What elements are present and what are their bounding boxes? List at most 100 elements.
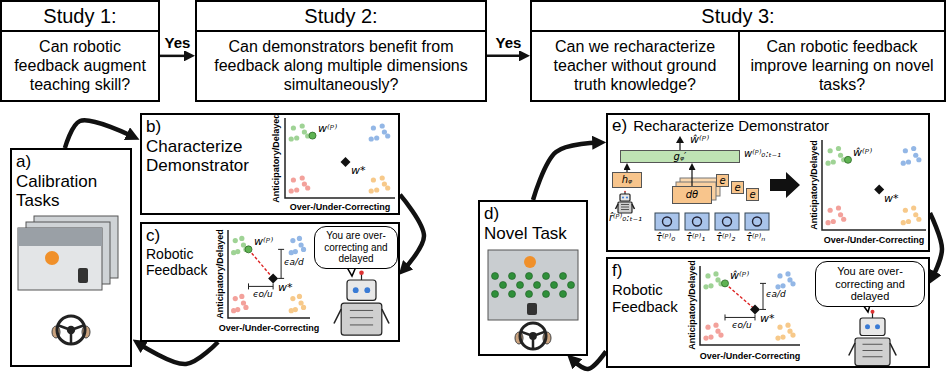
math-symbol: gᵩ′ [674, 152, 687, 162]
demonstrator-dot [289, 136, 294, 141]
panel-box: e)Recharacterize Demonstratorgᵩ′hᵩdθeee [606, 113, 930, 252]
robot-antenna-tip [359, 270, 364, 275]
wheel-spoke [58, 325, 71, 330]
demonstrator-dot [374, 187, 379, 192]
feedback-text: You are over-correcting and delayed [320, 230, 392, 265]
study-box: Study 3:Can we recharacterize teacher wi… [530, 0, 946, 102]
robot-eye [626, 197, 628, 199]
panel-box: b)Characterize Demonstrator [140, 113, 400, 215]
text-group: a)Calibration Tasks [16, 152, 128, 211]
car [78, 268, 88, 283]
demonstrator-dot [385, 185, 390, 190]
robot-panel-line [621, 209, 629, 210]
demonstrator-dot [777, 273, 782, 278]
demonstrator-dot [239, 294, 244, 299]
demonstrator-dot [298, 300, 303, 305]
demonstrator-dot [231, 308, 236, 313]
study-box: Can robotic feedback improve learning on… [738, 32, 944, 100]
mini-wheel [663, 217, 672, 226]
research-question: Can demonstrators benefit from feedback … [197, 32, 485, 100]
network-block: e [746, 188, 759, 201]
axis-label: Anticipatory/Delayed [688, 260, 697, 350]
mini-wheel [693, 217, 702, 226]
demonstrator-dot [382, 181, 387, 186]
text-group: e [749, 190, 755, 200]
robot-arm [632, 204, 635, 209]
panel-title: Calibration Tasks [16, 172, 128, 211]
error-bracket [249, 283, 274, 289]
demonstrator-dot [715, 277, 720, 282]
feedback-text: You are over-correcting and delayed [821, 265, 919, 303]
ball [45, 251, 59, 265]
demonstrator-dot [825, 220, 830, 225]
demonstrator-dot [903, 208, 908, 213]
demonstrator-dot [713, 323, 718, 328]
robot-icon [616, 191, 635, 213]
speech-bubble: You are over-correcting and delayed [815, 261, 925, 307]
demonstrator-dot [831, 219, 836, 224]
math-label: τ̂⁽ᵖ⁾₂ [716, 232, 735, 243]
math-label: τ̂⁽ᵖ⁾₀ [656, 232, 675, 243]
demonstrator-dot [780, 334, 785, 339]
robot-arm [334, 309, 341, 324]
axis-label: Over-/Under-Correcting [700, 352, 801, 361]
robot-arm [890, 343, 896, 356]
steering-wheel-icon [52, 316, 90, 344]
text-group: hᵩ [622, 175, 633, 185]
demonstrator-dot [831, 159, 836, 164]
text-group: You are over-correcting and delayed [821, 265, 919, 303]
text-group: Study 2:Can demonstrators benefit from f… [197, 2, 485, 100]
target-diamond [750, 304, 760, 314]
network-block: dθ [672, 186, 712, 204]
scene-frame [488, 250, 578, 320]
text-group: Study 3: [532, 2, 944, 32]
demonstrator-dot [901, 220, 906, 225]
demonstrator-dot [785, 271, 790, 276]
tree [517, 282, 524, 289]
panel-title: Recharacterize Demonstrator [633, 117, 829, 134]
error-bracket [760, 283, 766, 309]
wheel-rim [57, 316, 85, 344]
robot-body [341, 303, 382, 335]
demonstrator-dot [777, 325, 782, 330]
demonstrator-dot [385, 133, 390, 138]
network-block: hᵩ [612, 172, 642, 188]
math-label: w* [278, 282, 293, 294]
demonstrator-dot [828, 208, 833, 213]
demonstrator-dot [913, 212, 918, 217]
target-diamond [268, 273, 278, 283]
tree [492, 291, 499, 298]
demonstrator-dot [380, 175, 385, 180]
demonstrator-dot [294, 135, 299, 140]
demonstrator-dot [838, 212, 843, 217]
demonstrator-dot [838, 153, 843, 158]
demonstrator-dot [708, 283, 713, 288]
demonstrator-dot [901, 161, 906, 166]
panel-title: Robotic Feedback [146, 246, 212, 278]
demonstrator-dot [911, 205, 916, 210]
robot-antenna-tip [871, 310, 875, 314]
demonstrator-dot [302, 129, 307, 134]
demonstrator-dot [775, 284, 780, 289]
robot-eye [865, 324, 870, 329]
robot-icon [849, 310, 897, 366]
demonstrator-point [245, 246, 252, 253]
research-question: Can robotic feedback improve learning on… [740, 32, 944, 100]
tree [551, 282, 558, 289]
robot-icon [334, 270, 389, 335]
error-bracket [278, 249, 284, 278]
math-label: w* [884, 193, 899, 205]
tree [492, 273, 499, 280]
demonstrator-dot [300, 123, 305, 128]
demonstrator-dot [289, 188, 294, 193]
demonstrator-dot [825, 161, 830, 166]
math-label: w* [351, 165, 366, 177]
target-diamond [874, 185, 884, 195]
axis-label: Over-/Under-Correcting [290, 203, 391, 212]
math-label: τ̂⁽ᵖ⁾ₙ [746, 232, 765, 243]
scatter-plot [228, 230, 310, 318]
demonstrator-dot [916, 217, 921, 222]
demonstrator-dot [231, 250, 236, 255]
